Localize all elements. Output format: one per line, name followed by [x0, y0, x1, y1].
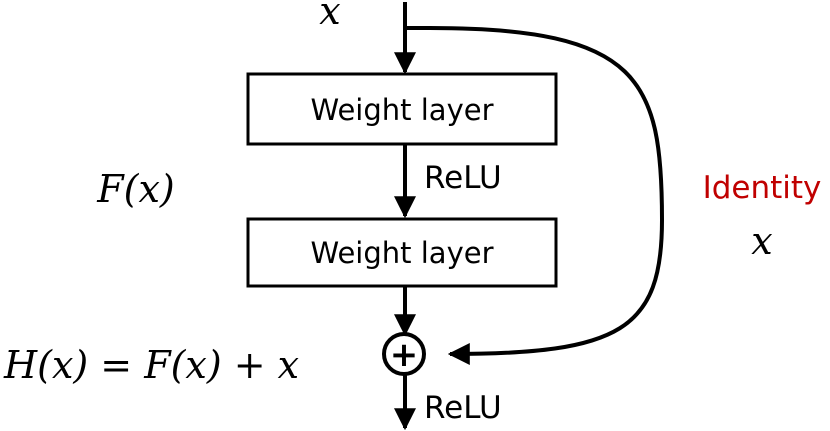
adder-plus: + [390, 335, 419, 375]
residual-label: F(x) [96, 167, 174, 211]
weight-layer-2-label: Weight layer [310, 236, 493, 270]
relu-mid-label: ReLU [424, 160, 502, 196]
weight-layer-1-label: Weight layer [310, 93, 493, 127]
identity-skip-connection [405, 26, 665, 365]
identity-label: Identity [703, 170, 822, 206]
weight-layer-2-box [246, 217, 558, 288]
input-label: x [319, 0, 340, 33]
relu-out-label: ReLU [424, 390, 502, 426]
identity-var: x [751, 219, 772, 263]
weight-layer-1-box [246, 72, 558, 146]
output-formula: H(x) = F(x) + x [3, 343, 299, 387]
